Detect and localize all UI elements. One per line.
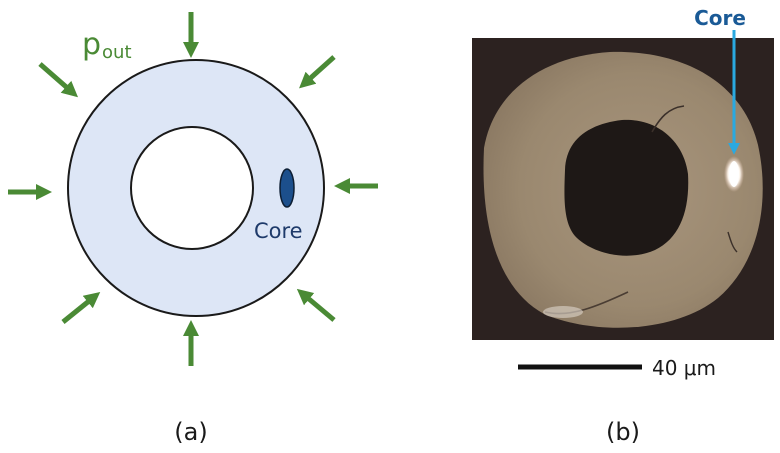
caption-b: (b) [606,418,640,446]
scale-bar-label: 40 μm [652,356,716,380]
bright-core-center [729,161,739,187]
central-hole [130,126,254,250]
crack-upper [651,105,685,133]
core-label-photo: Core [694,6,746,30]
fiber-hole [564,119,689,256]
panel-b-micrograph: Core 40 μm (b) [472,6,774,446]
arrow-top-right [299,55,336,89]
core-label-schematic: Core [254,219,303,243]
pressure-arrows [8,12,378,366]
arrow-top-left [38,62,79,98]
bottom-glare [543,306,583,318]
core-ellipse [279,168,295,208]
crack-right [727,231,738,253]
caption-a: (a) [174,418,207,446]
panel-a-schematic: pout Core (a) [8,12,378,446]
arrow-bottom-right [296,288,336,322]
pressure-label: pout [82,27,132,63]
arrow-bottom-left [61,291,101,324]
